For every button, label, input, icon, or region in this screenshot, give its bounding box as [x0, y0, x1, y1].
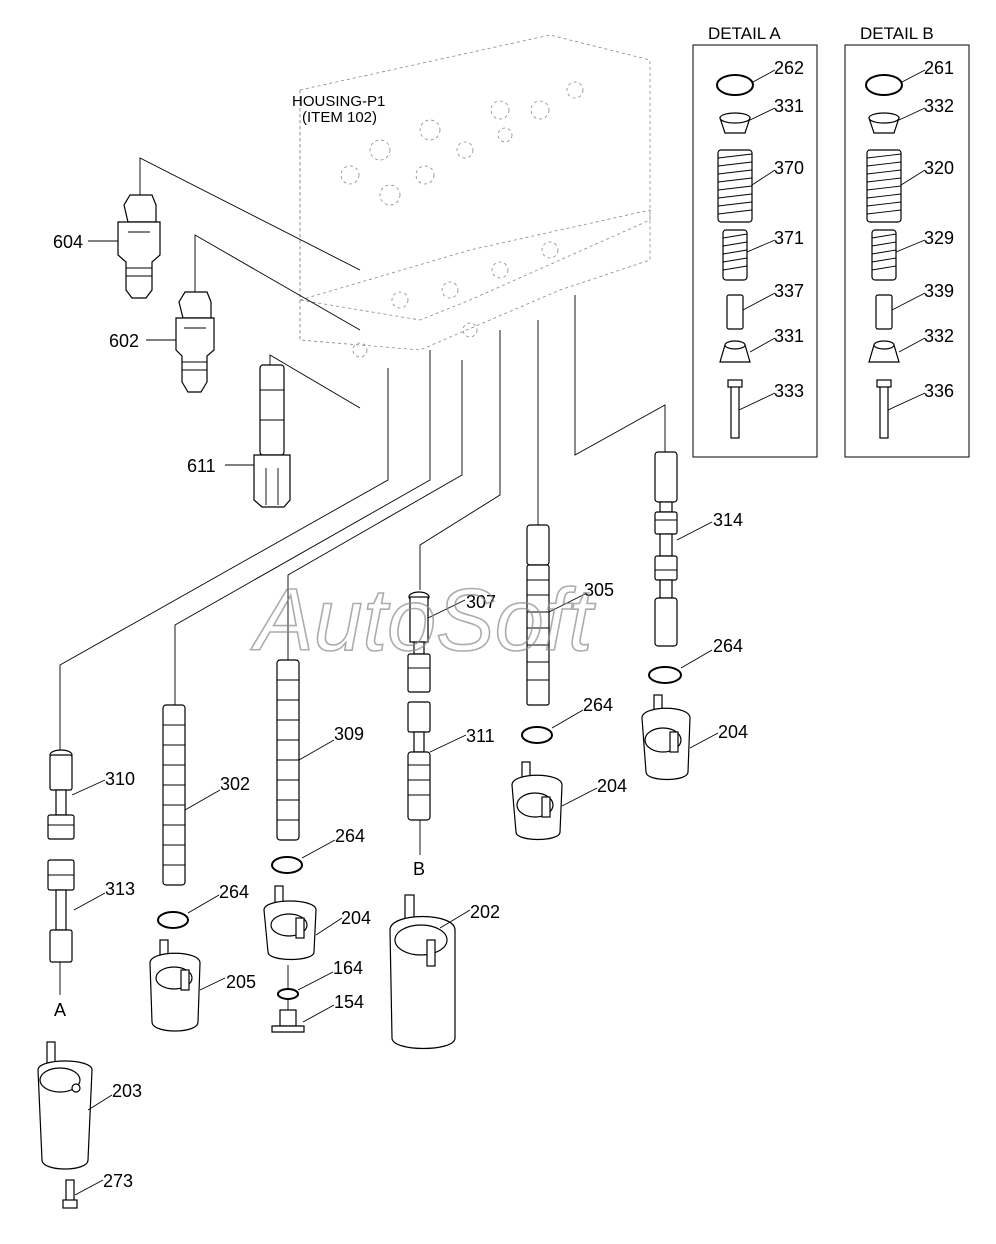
- part-204-cap-right: [641, 694, 691, 781]
- label-204-mid: 204: [597, 776, 627, 796]
- part-264-oring-mid-right: [521, 726, 553, 744]
- part-154-plug: [271, 1009, 305, 1033]
- part-307-spool: [407, 591, 431, 693]
- part-302-spool: [162, 704, 186, 886]
- label-264-left: 264: [219, 882, 249, 902]
- detail-a-title: DETAIL A: [708, 24, 781, 43]
- detail-b-parts: [865, 74, 903, 439]
- label-602: 602: [109, 331, 139, 351]
- part-604-cartridge: [117, 194, 161, 299]
- detail-a-item-2: 331: [774, 96, 804, 116]
- part-313-spool: [47, 859, 75, 963]
- part-204-cap-mid: [511, 761, 563, 841]
- detail-a-item-6: 331: [774, 326, 804, 346]
- part-204-cap-left: [263, 885, 317, 961]
- detail-a-parts: [716, 74, 754, 439]
- detail-a-item-1: 262: [774, 58, 804, 78]
- label-302: 302: [220, 774, 250, 794]
- detail-a-item-4: 371: [774, 228, 804, 248]
- part-311-spool: [407, 701, 431, 821]
- label-273: 273: [103, 1171, 133, 1191]
- marker-b: B: [413, 859, 425, 879]
- assembly-leader-lines: [59, 157, 666, 1012]
- detail-a-item-7: 333: [774, 381, 804, 401]
- label-314: 314: [713, 510, 743, 530]
- part-164-oring: [277, 988, 299, 1000]
- detail-a-leaders: [738, 69, 776, 411]
- label-204-right: 204: [718, 722, 748, 742]
- label-307: 307: [466, 592, 496, 612]
- label-264-mid-left: 264: [335, 826, 365, 846]
- part-205-cap: [149, 939, 201, 1032]
- label-204-left: 204: [341, 908, 371, 928]
- detail-b-item-6: 332: [924, 326, 954, 346]
- label-203: 203: [112, 1081, 142, 1101]
- label-205: 205: [226, 972, 256, 992]
- part-264-oring-mid-left: [271, 856, 303, 874]
- detail-b-title: DETAIL B: [860, 24, 934, 43]
- part-611-valve: [253, 364, 291, 508]
- detail-b-item-1: 261: [924, 58, 954, 78]
- part-264-oring-right: [648, 666, 682, 684]
- label-313: 313: [105, 879, 135, 899]
- label-310: 310: [105, 769, 135, 789]
- detail-b-item-2: 332: [924, 96, 954, 116]
- label-154: 154: [334, 992, 364, 1012]
- watermark: AutoSoft: [250, 570, 596, 669]
- part-310-spool: [47, 749, 75, 840]
- label-264-mid-right: 264: [583, 695, 613, 715]
- label-202: 202: [470, 902, 500, 922]
- detail-b-item-5: 339: [924, 281, 954, 301]
- detail-b-item-4: 329: [924, 228, 954, 248]
- part-273-bolt: [62, 1179, 78, 1209]
- part-203-cap: [37, 1041, 93, 1170]
- part-264-oring-left: [157, 911, 189, 929]
- part-602-cartridge: [175, 291, 215, 393]
- label-311: 311: [466, 726, 495, 746]
- part-314-spool: [654, 451, 678, 647]
- label-305: 305: [584, 580, 614, 600]
- label-309: 309: [334, 724, 364, 744]
- marker-a: A: [54, 1000, 66, 1020]
- detail-b-item-7: 336: [924, 381, 954, 401]
- label-264-right: 264: [713, 636, 743, 656]
- detail-a-item-3: 370: [774, 158, 804, 178]
- label-611: 611: [187, 456, 216, 476]
- housing-outline: [299, 34, 651, 358]
- part-305-spool: [526, 524, 550, 706]
- label-604: 604: [53, 232, 83, 252]
- detail-b-leaders: [887, 69, 926, 411]
- detail-a-item-5: 337: [774, 281, 804, 301]
- housing-label-line1: HOUSING-P1: [292, 93, 385, 110]
- part-202-cap: [389, 894, 456, 1050]
- housing-label-line2: (ITEM 102): [302, 109, 377, 126]
- detail-a-box: [692, 44, 818, 458]
- detail-b-item-3: 320: [924, 158, 954, 178]
- detail-b-box: [844, 44, 970, 458]
- part-309-spool: [276, 659, 300, 841]
- label-164: 164: [333, 958, 363, 978]
